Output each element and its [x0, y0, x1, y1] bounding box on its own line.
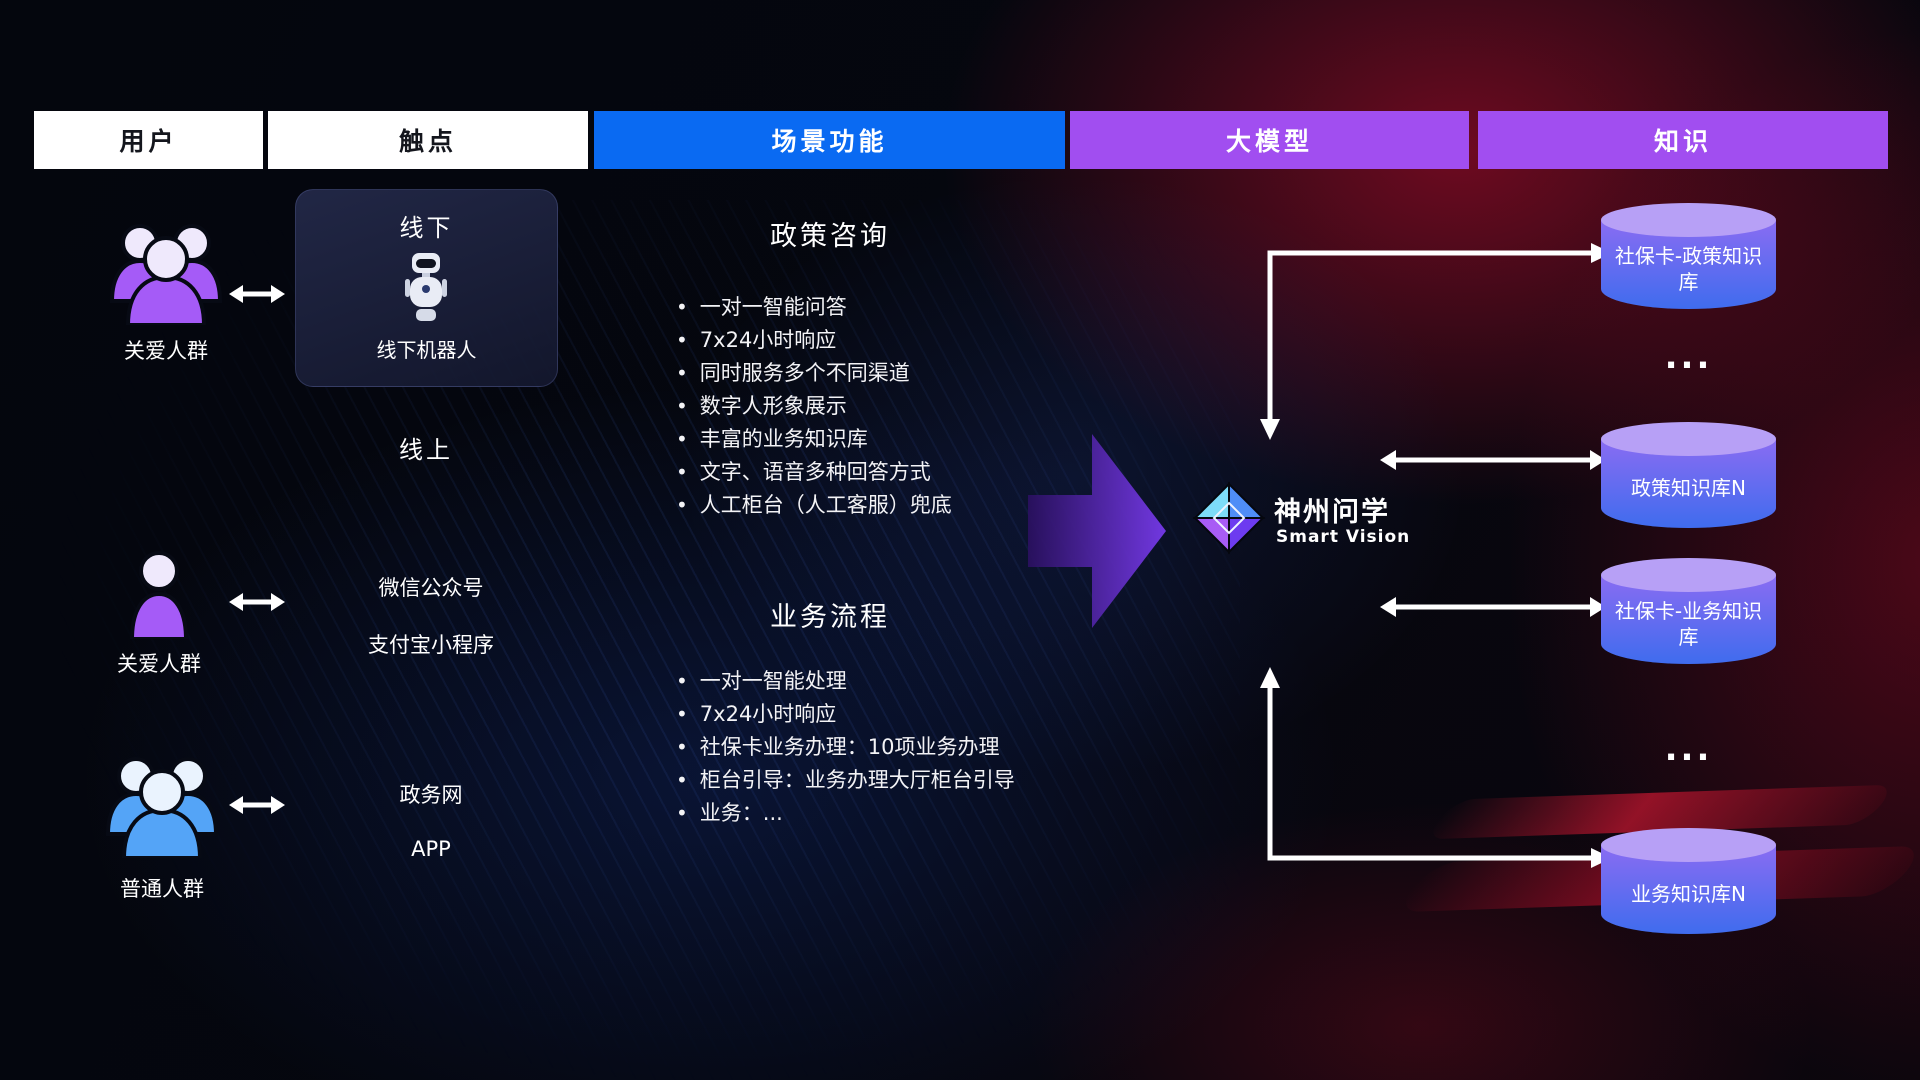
column-header-scenario-functions: 场景功能	[594, 111, 1065, 169]
bullet-icon: •	[676, 394, 688, 418]
bullet-text: 7x24小时响应	[699, 702, 837, 726]
bullet-text: 一对一智能处理	[699, 669, 847, 693]
database-cylinder-policy-n: 政策知识库N	[1601, 422, 1776, 528]
channel-app: APP	[411, 837, 451, 861]
column-header-touchpoints: 触点	[268, 111, 588, 169]
flow-arrow-business-kb-icon	[1378, 587, 1608, 627]
scenario-title-policy-consulting: 政策咨询	[770, 221, 890, 252]
bullet-icon: •	[676, 735, 688, 759]
double-arrow-icon	[228, 793, 286, 817]
flow-arrow-policy-kb-icon	[1253, 233, 1613, 448]
list-item: • 数字人形象展示	[676, 390, 1106, 423]
model-name: 神州问学	[1274, 497, 1390, 528]
flow-arrow-business-kb-n-icon	[1253, 648, 1613, 876]
database-label: 政策知识库N	[1631, 476, 1746, 500]
background-diagonal-streaks	[60, 200, 1240, 1080]
user-group-label: 关爱人群	[124, 339, 208, 363]
flow-arrow-to-model-icon	[1028, 422, 1170, 640]
robot-icon	[404, 250, 448, 326]
group-people-icon	[96, 746, 228, 858]
list-item: • 社保卡业务办理：10项业务办理	[676, 731, 1106, 764]
double-arrow-icon	[228, 282, 286, 306]
bullet-icon: •	[676, 361, 688, 385]
online-title: 线上	[399, 436, 453, 464]
column-header-users: 用户	[34, 111, 263, 169]
list-item: • 文字、语音多种回答方式	[676, 456, 1106, 489]
list-item: • 丰富的业务知识库	[676, 423, 1106, 456]
list-item: • 7x24小时响应	[676, 324, 1106, 357]
database-label: 社保卡-政策知识库	[1614, 244, 1763, 294]
bullet-icon: •	[676, 295, 688, 319]
bullet-text: 社保卡业务办理：10项业务办理	[699, 735, 1000, 759]
bullet-icon: •	[676, 493, 688, 517]
bullet-text: 一对一智能问答	[699, 295, 847, 319]
bullet-text: 7x24小时响应	[699, 328, 837, 352]
database-cylinder-business-n: 业务知识库N	[1601, 828, 1776, 934]
bullet-text: 业务：...	[699, 801, 783, 825]
list-item: • 同时服务多个不同渠道	[676, 357, 1106, 390]
list-item: • 人工柜台（人工客服）兜底	[676, 489, 1106, 522]
bullet-icon: •	[676, 768, 688, 792]
bullet-icon: •	[676, 702, 688, 726]
person-icon	[128, 549, 190, 639]
scenario-title-business-process: 业务流程	[770, 602, 890, 633]
bullet-text: 文字、语音多种回答方式	[699, 460, 931, 484]
database-cylinder-business-social-card: 社保卡-业务知识库	[1601, 558, 1776, 664]
column-header-large-model: 大模型	[1070, 111, 1469, 169]
list-item: • 一对一智能问答	[676, 291, 1106, 324]
list-item: • 一对一智能处理	[676, 665, 1106, 698]
policy-bullet-list: •一对一智能问答 •7x24小时响应 •同时服务多个不同渠道 •数字人形象展示 …	[676, 291, 1106, 522]
smart-vision-logo-icon	[1192, 481, 1266, 555]
list-item: • 业务：...	[676, 797, 1106, 830]
channel-wechat: 微信公众号	[378, 576, 484, 600]
ellipsis-more-databases: ...	[1664, 729, 1713, 769]
bullet-text: 数字人形象展示	[699, 394, 847, 418]
flow-arrow-policy-kb-n-icon	[1378, 440, 1608, 480]
offline-robot-label: 线下机器人	[376, 338, 477, 362]
bullet-icon: •	[676, 328, 688, 352]
double-arrow-icon	[228, 590, 286, 614]
bullet-text: 人工柜台（人工客服）兜底	[699, 493, 952, 517]
business-bullet-list: • 一对一智能处理 • 7x24小时响应 • 社保卡业务办理：10项业务办理 • 柜台引…	[676, 665, 1106, 830]
offline-title: 线下	[399, 214, 454, 242]
database-label: 业务知识库N	[1631, 882, 1746, 906]
database-label: 社保卡-业务知识库	[1614, 599, 1763, 649]
user-group-label: 关爱人群	[117, 652, 201, 676]
list-item: • 柜台引导：业务办理大厅柜台引导	[676, 764, 1106, 797]
model-subtitle: Smart Vision	[1276, 527, 1411, 547]
bullet-icon: •	[676, 460, 688, 484]
user-group-label: 普通人群	[120, 877, 204, 901]
ellipsis-more-databases: ...	[1664, 337, 1713, 377]
channel-gov-web: 政务网	[399, 783, 463, 807]
group-people-icon	[100, 213, 232, 325]
bullet-text: 丰富的业务知识库	[699, 427, 868, 451]
channel-alipay-miniapp: 支付宝小程序	[368, 633, 494, 657]
database-cylinder-policy-social-card: 社保卡-政策知识库	[1601, 203, 1776, 309]
bullet-icon: •	[676, 801, 688, 825]
bullet-text: 同时服务多个不同渠道	[699, 361, 910, 385]
list-item: • 7x24小时响应	[676, 698, 1106, 731]
bullet-icon: •	[676, 669, 688, 693]
bullet-icon: •	[676, 427, 688, 451]
bullet-text: 柜台引导：业务办理大厅柜台引导	[699, 768, 1015, 792]
column-header-knowledge: 知识	[1478, 111, 1888, 169]
